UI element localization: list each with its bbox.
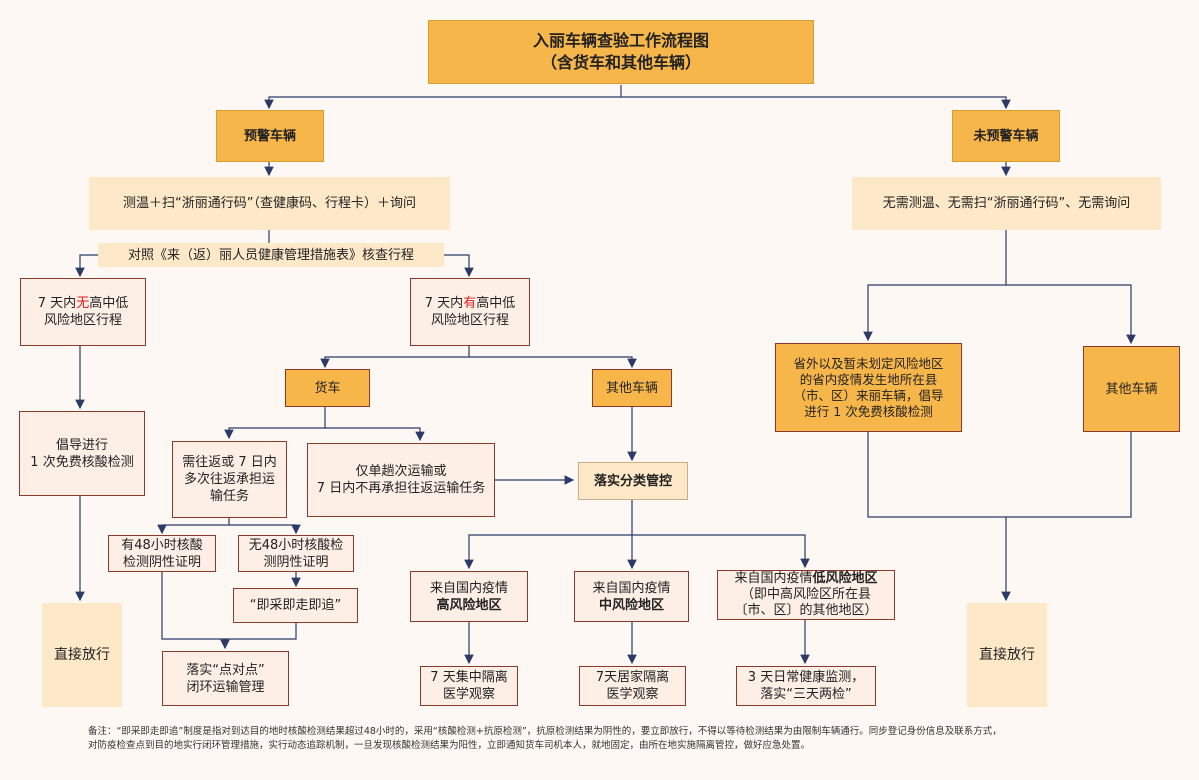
classify-control-node: 落实分类管控	[578, 462, 688, 500]
non-warning-other-vehicle: 其他车辆	[1083, 346, 1180, 432]
no-trip-node: 7 天内无高中低 风险地区行程	[20, 278, 146, 346]
trip-check-step: 对照《来（返）丽人员健康管理措施表》核查行程	[98, 243, 444, 267]
closed-loop-node: 落实“点对点” 闭环运输管理	[162, 651, 289, 706]
sample-and-go-node: “即采即走即追”	[233, 588, 358, 623]
high-risk-result: 7 天集中隔离 医学观察	[420, 666, 518, 706]
other-vehicle-node: 其他车辆	[592, 369, 672, 407]
without-48h-test-node: 无48小时核酸检 测阴性证明	[238, 535, 354, 572]
has-trip-node: 7 天内有高中低 风险地区行程	[410, 278, 530, 346]
mid-risk-result: 7天居家隔离 医学观察	[579, 666, 686, 706]
direct-release-left: 直接放行	[42, 603, 122, 707]
direct-release-right: 直接放行	[967, 603, 1047, 707]
chart-title: 入丽车辆查验工作流程图 （含货车和其他车辆）	[428, 20, 814, 84]
with-48h-test-node: 有48小时核酸 检测阴性证明	[108, 535, 216, 572]
repeat-transport-node: 需往返或 7 日内 多次往返承担运 输任务	[172, 441, 287, 518]
low-risk-node: 来自国内疫情低风险地区 （即中高风险区所在县 〔市、区〕的其他地区）	[717, 570, 895, 620]
warning-check-step: 测温＋扫“浙丽通行码”（查健康码、行程卡）＋询问	[89, 177, 450, 230]
single-transport-node: 仅单趟次运输或 7 日内不再承担往返运输任务	[307, 443, 495, 517]
footnote: 备注：“即采即走即追”制度是指对到达目的地时核酸检测结果超过48小时的，采用“核…	[88, 726, 1002, 751]
truck-node: 货车	[285, 369, 370, 407]
advise-test-node: 倡导进行 1 次免费核酸检测	[19, 411, 145, 496]
out-of-province-node: 省外以及暂未划定风险地区 的省内疫情发生地所在县 （市、区）来丽车辆，倡导 进行…	[775, 343, 962, 432]
non-warning-vehicle-node: 未预警车辆	[952, 110, 1060, 162]
non-warning-step: 无需测温、无需扫“浙丽通行码”、无需询问	[852, 177, 1161, 230]
high-risk-node: 来自国内疫情 高风险地区	[410, 571, 528, 622]
warning-vehicle-node: 预警车辆	[216, 110, 324, 162]
mid-risk-node: 来自国内疫情 中风险地区	[574, 571, 689, 622]
low-risk-result: 3 天日常健康监测， 落实“三天两检”	[736, 666, 876, 706]
